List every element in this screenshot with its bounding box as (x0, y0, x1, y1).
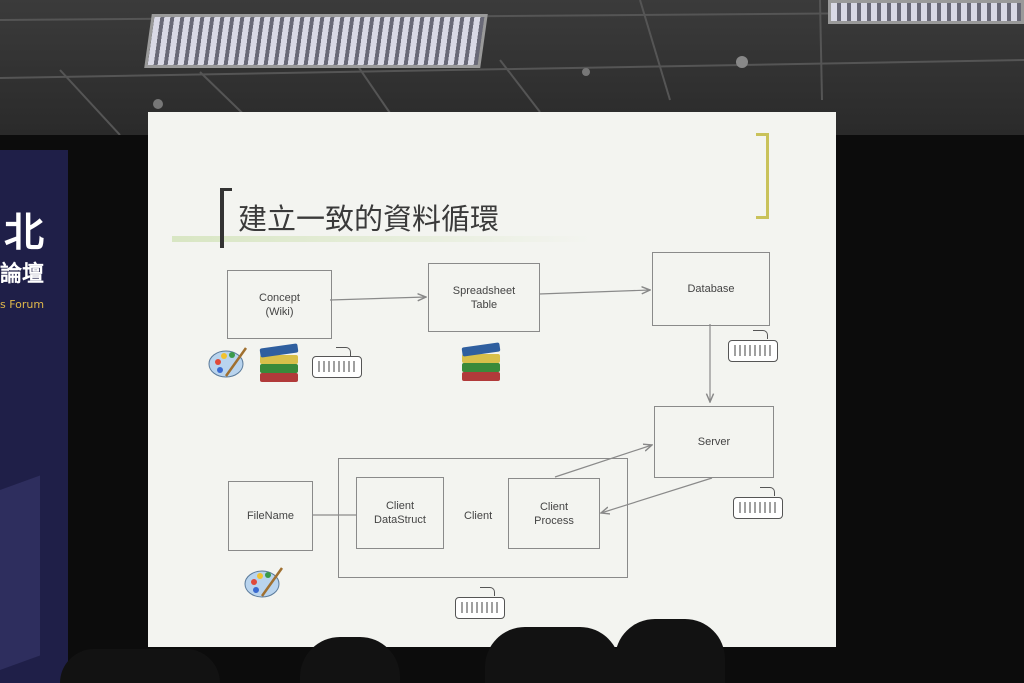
banner-text-large: 北 (4, 210, 44, 256)
keyboard-icon (312, 356, 362, 378)
audience-head (615, 619, 725, 683)
keyboard-icon (728, 340, 778, 362)
keyboard-icon (733, 497, 783, 519)
client-process-box: Client Process (508, 478, 600, 549)
palette-icon (208, 347, 248, 378)
audience-head (60, 649, 220, 683)
filename-box: FileName (228, 481, 313, 551)
ceiling-light-right (828, 0, 1024, 24)
title-left-bracket (220, 188, 224, 248)
server-box: Server (654, 406, 774, 478)
keyboard-cord (480, 587, 495, 596)
keyboard-cord (760, 487, 775, 496)
books-icon (258, 343, 300, 385)
database-box: Database (652, 252, 770, 326)
concept-box: Concept (Wiki) (227, 270, 332, 339)
keyboard-icon (455, 597, 505, 619)
audience-head (485, 627, 620, 683)
keyboard-cord (336, 347, 351, 356)
client-datastruct-box: Client DataStruct (356, 477, 444, 549)
banner-text-medium: 論壇 (0, 262, 45, 287)
client-group-label: Client (464, 510, 493, 522)
title-right-bracket (756, 133, 769, 219)
palette-icon (244, 567, 284, 598)
audience-head (300, 637, 400, 683)
forum-banner: 北 論壇 s Forum (0, 150, 68, 683)
slide-title: 建立一致的資料循環 (238, 202, 500, 236)
client-group-box (338, 458, 628, 578)
keyboard-cord (753, 330, 768, 339)
books-icon (460, 342, 502, 384)
title-underline (172, 236, 592, 242)
title-left-bracket-top (220, 188, 232, 191)
banner-text-forum: s Forum (0, 298, 45, 311)
spreadsheet-box: Spreadsheet Table (428, 263, 540, 332)
